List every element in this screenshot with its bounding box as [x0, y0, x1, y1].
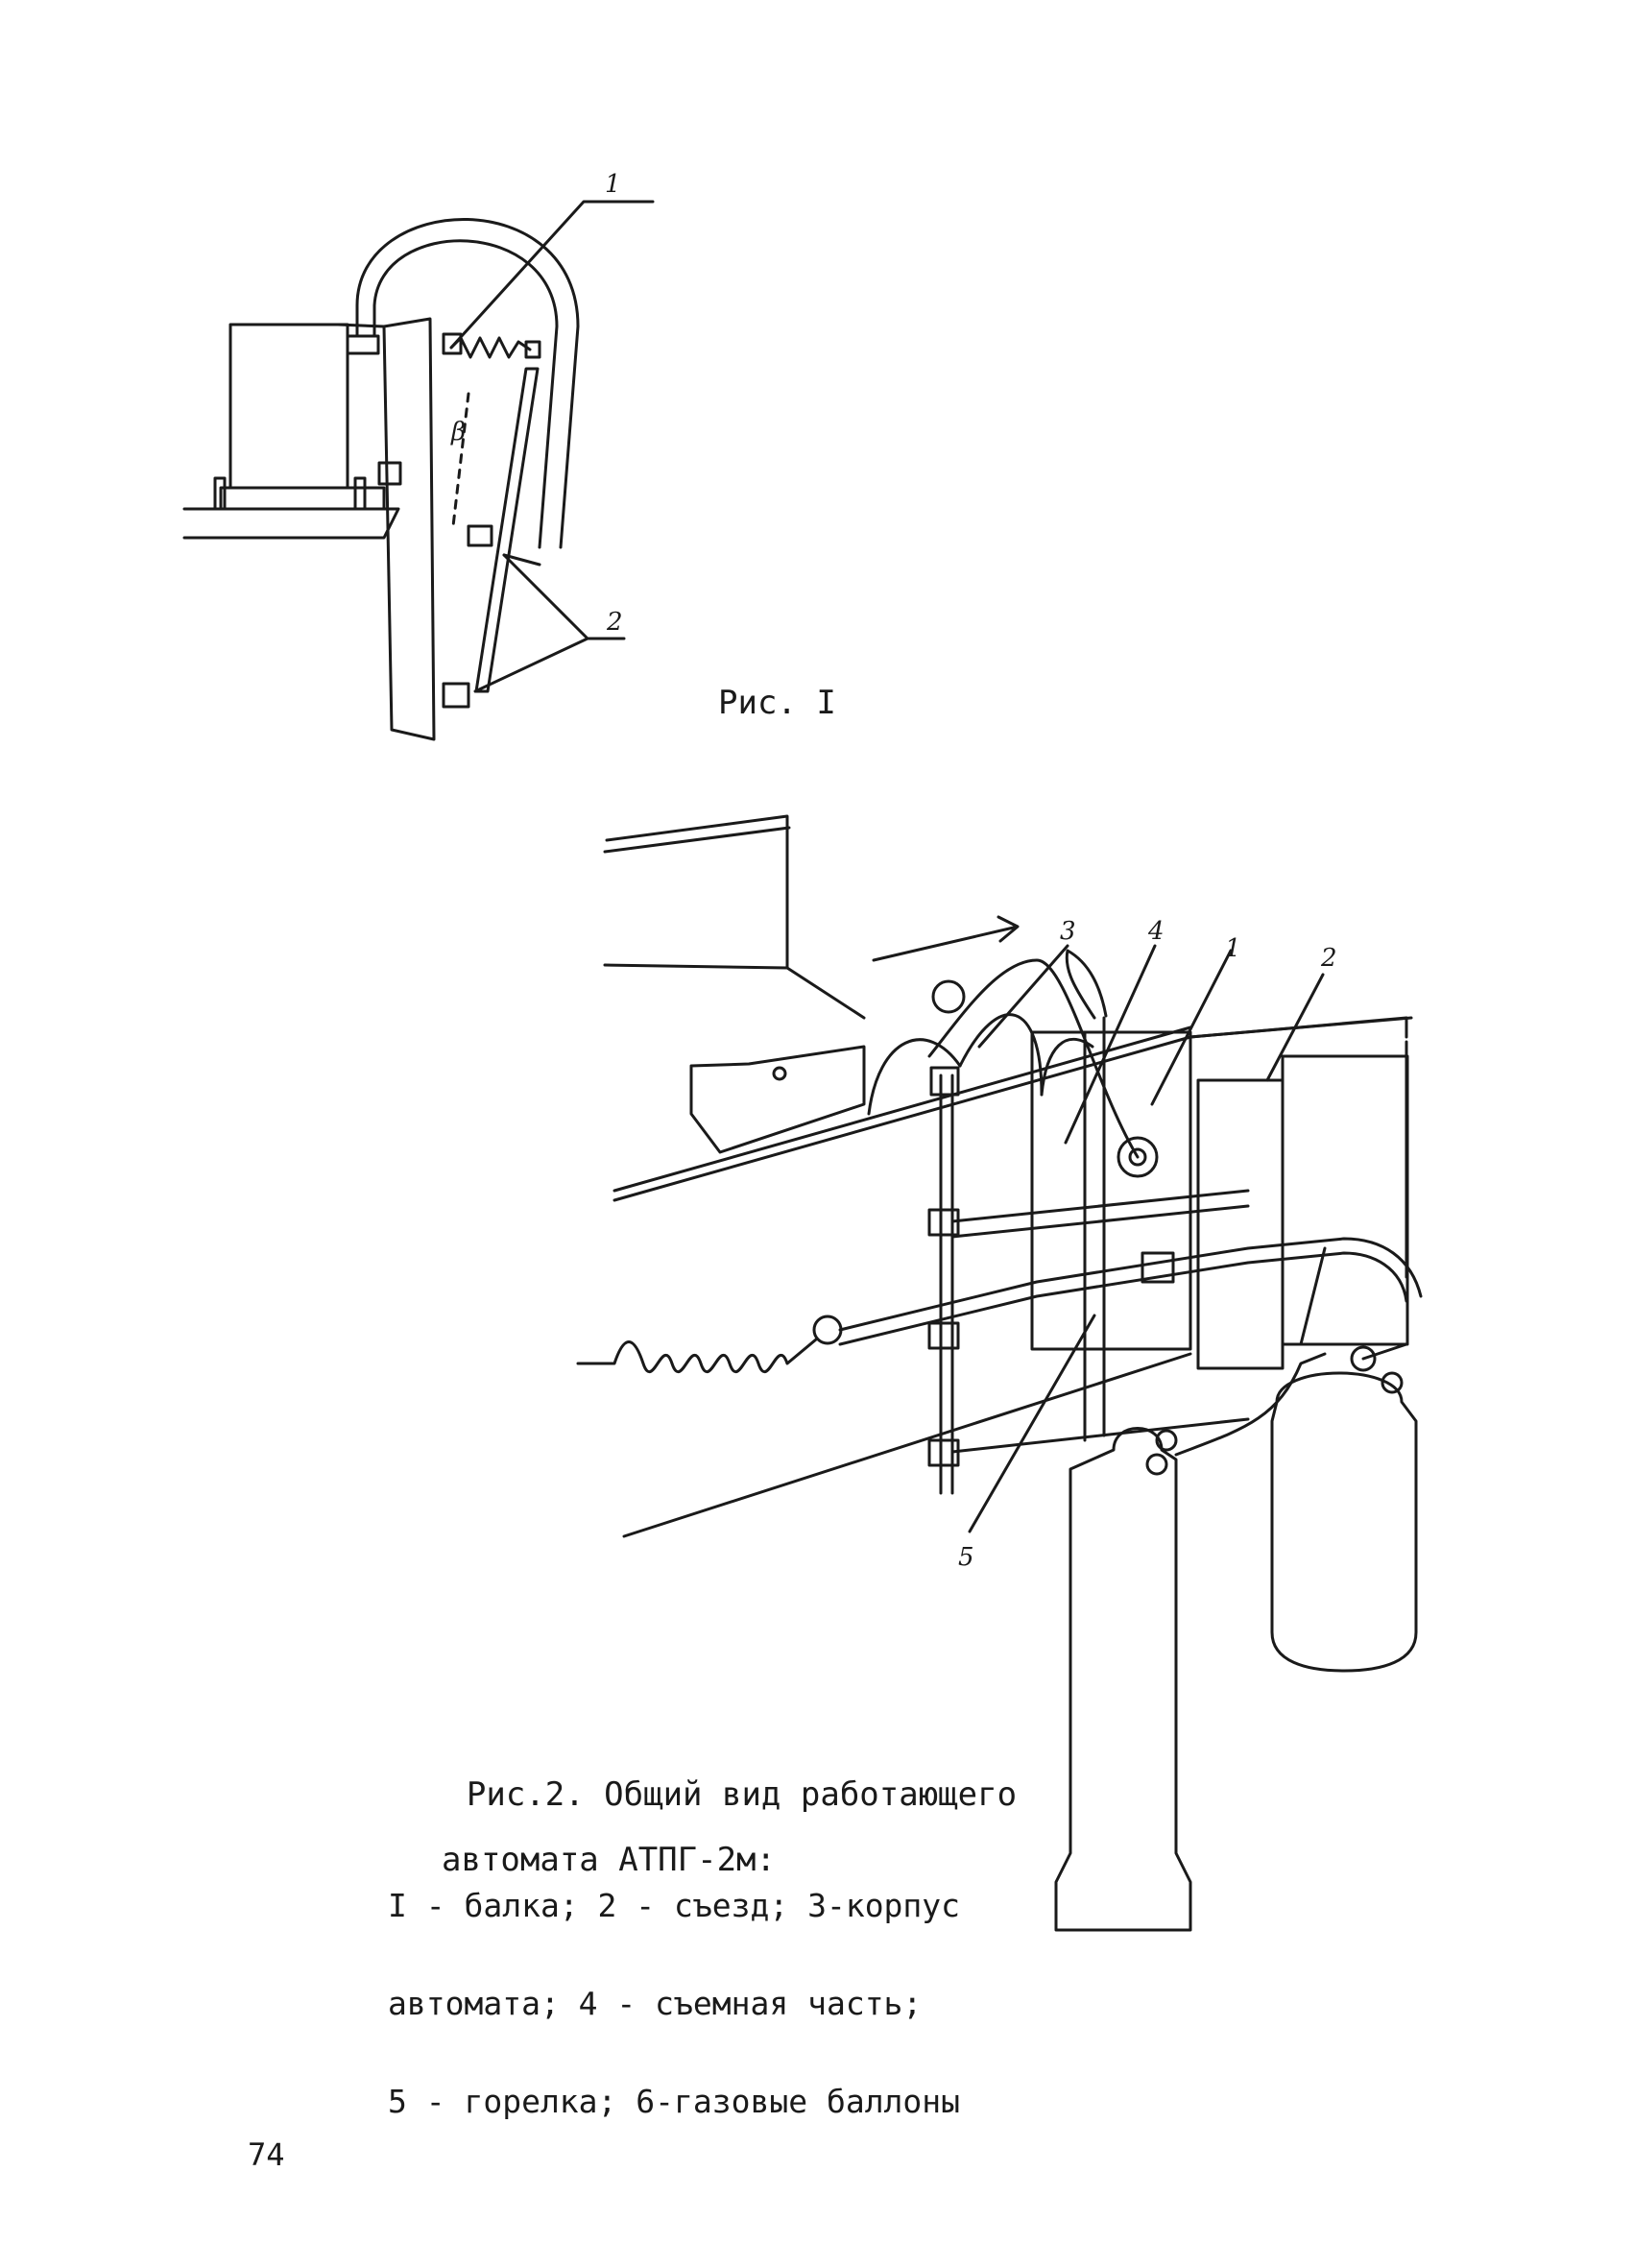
- figure-1-drawing: 1 2 β: [182, 170, 655, 741]
- base-beam: [182, 507, 400, 540]
- leader-1: [449, 200, 655, 350]
- figure1-label-1: 1: [605, 170, 621, 199]
- motion-arrow: [872, 915, 1020, 962]
- figure2-label-3: 3: [1060, 917, 1076, 946]
- main-beam: [612, 1016, 1413, 1202]
- figure2-label-2: 2: [1320, 944, 1337, 973]
- gas-cylinder-1: [1054, 1427, 1192, 1932]
- figure2-title-line1: Рис.2. Общий вид работающего: [466, 1775, 1018, 1814]
- figure1-caption: Рис. I: [718, 684, 836, 722]
- gas-cylinder-2: [1270, 1371, 1418, 1673]
- hose-arch: [355, 217, 580, 549]
- slider-rail: [474, 367, 540, 693]
- burner: [838, 1237, 1423, 1332]
- spring: [576, 1338, 818, 1373]
- automaton-body: [1030, 1030, 1192, 1351]
- figure2-label-4: 4: [1147, 917, 1165, 946]
- page-number: 74: [248, 2136, 285, 2173]
- figure1-label-2: 2: [606, 608, 623, 637]
- figure2-label-1: 1: [1225, 934, 1241, 963]
- spring: [449, 336, 532, 359]
- legend-line: автомата; 4 - съемная часть;: [388, 1985, 923, 2022]
- figure2-legend: I - балка; 2 - съезд; 3-корпус автомата;…: [388, 1824, 960, 2184]
- background-wall: [605, 814, 866, 1020]
- figure2-label-5: 5: [958, 1543, 974, 1572]
- figure2-title: Рис.2. Общий вид работающего автомата АТ…: [388, 1746, 1017, 1942]
- figure2-title-line2: автомата АТПГ-2м:: [442, 1841, 776, 1879]
- legend-line: I - балка; 2 - съезд; 3-корпус: [388, 1887, 961, 1924]
- figure1-angle-label: β: [450, 418, 466, 446]
- beam-end-plate: [1196, 1078, 1285, 1370]
- inclined-beam: [382, 317, 436, 741]
- figure-2-drawing: 3 4 1 2 5: [576, 814, 1423, 1932]
- housing-box: [228, 323, 349, 490]
- legend-line: 5 - горелка; 6-газовые баллоны: [388, 2083, 961, 2120]
